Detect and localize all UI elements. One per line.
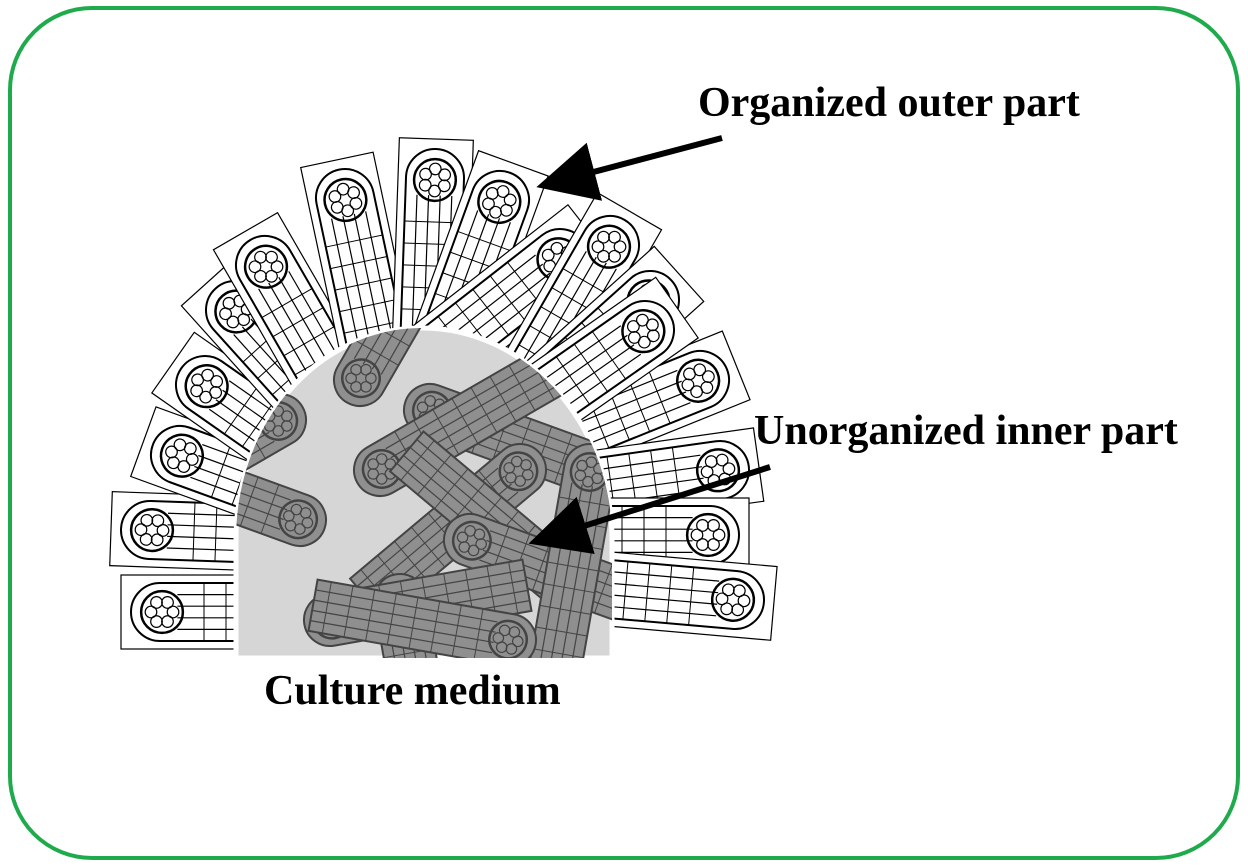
outer-part-arrow [548, 138, 722, 184]
unorganized-inner-part-label: Unorganized inner part [754, 410, 1178, 452]
organized-outer-part-label: Organized outer part [698, 82, 1080, 124]
culture-medium-label: Culture medium [264, 670, 561, 712]
